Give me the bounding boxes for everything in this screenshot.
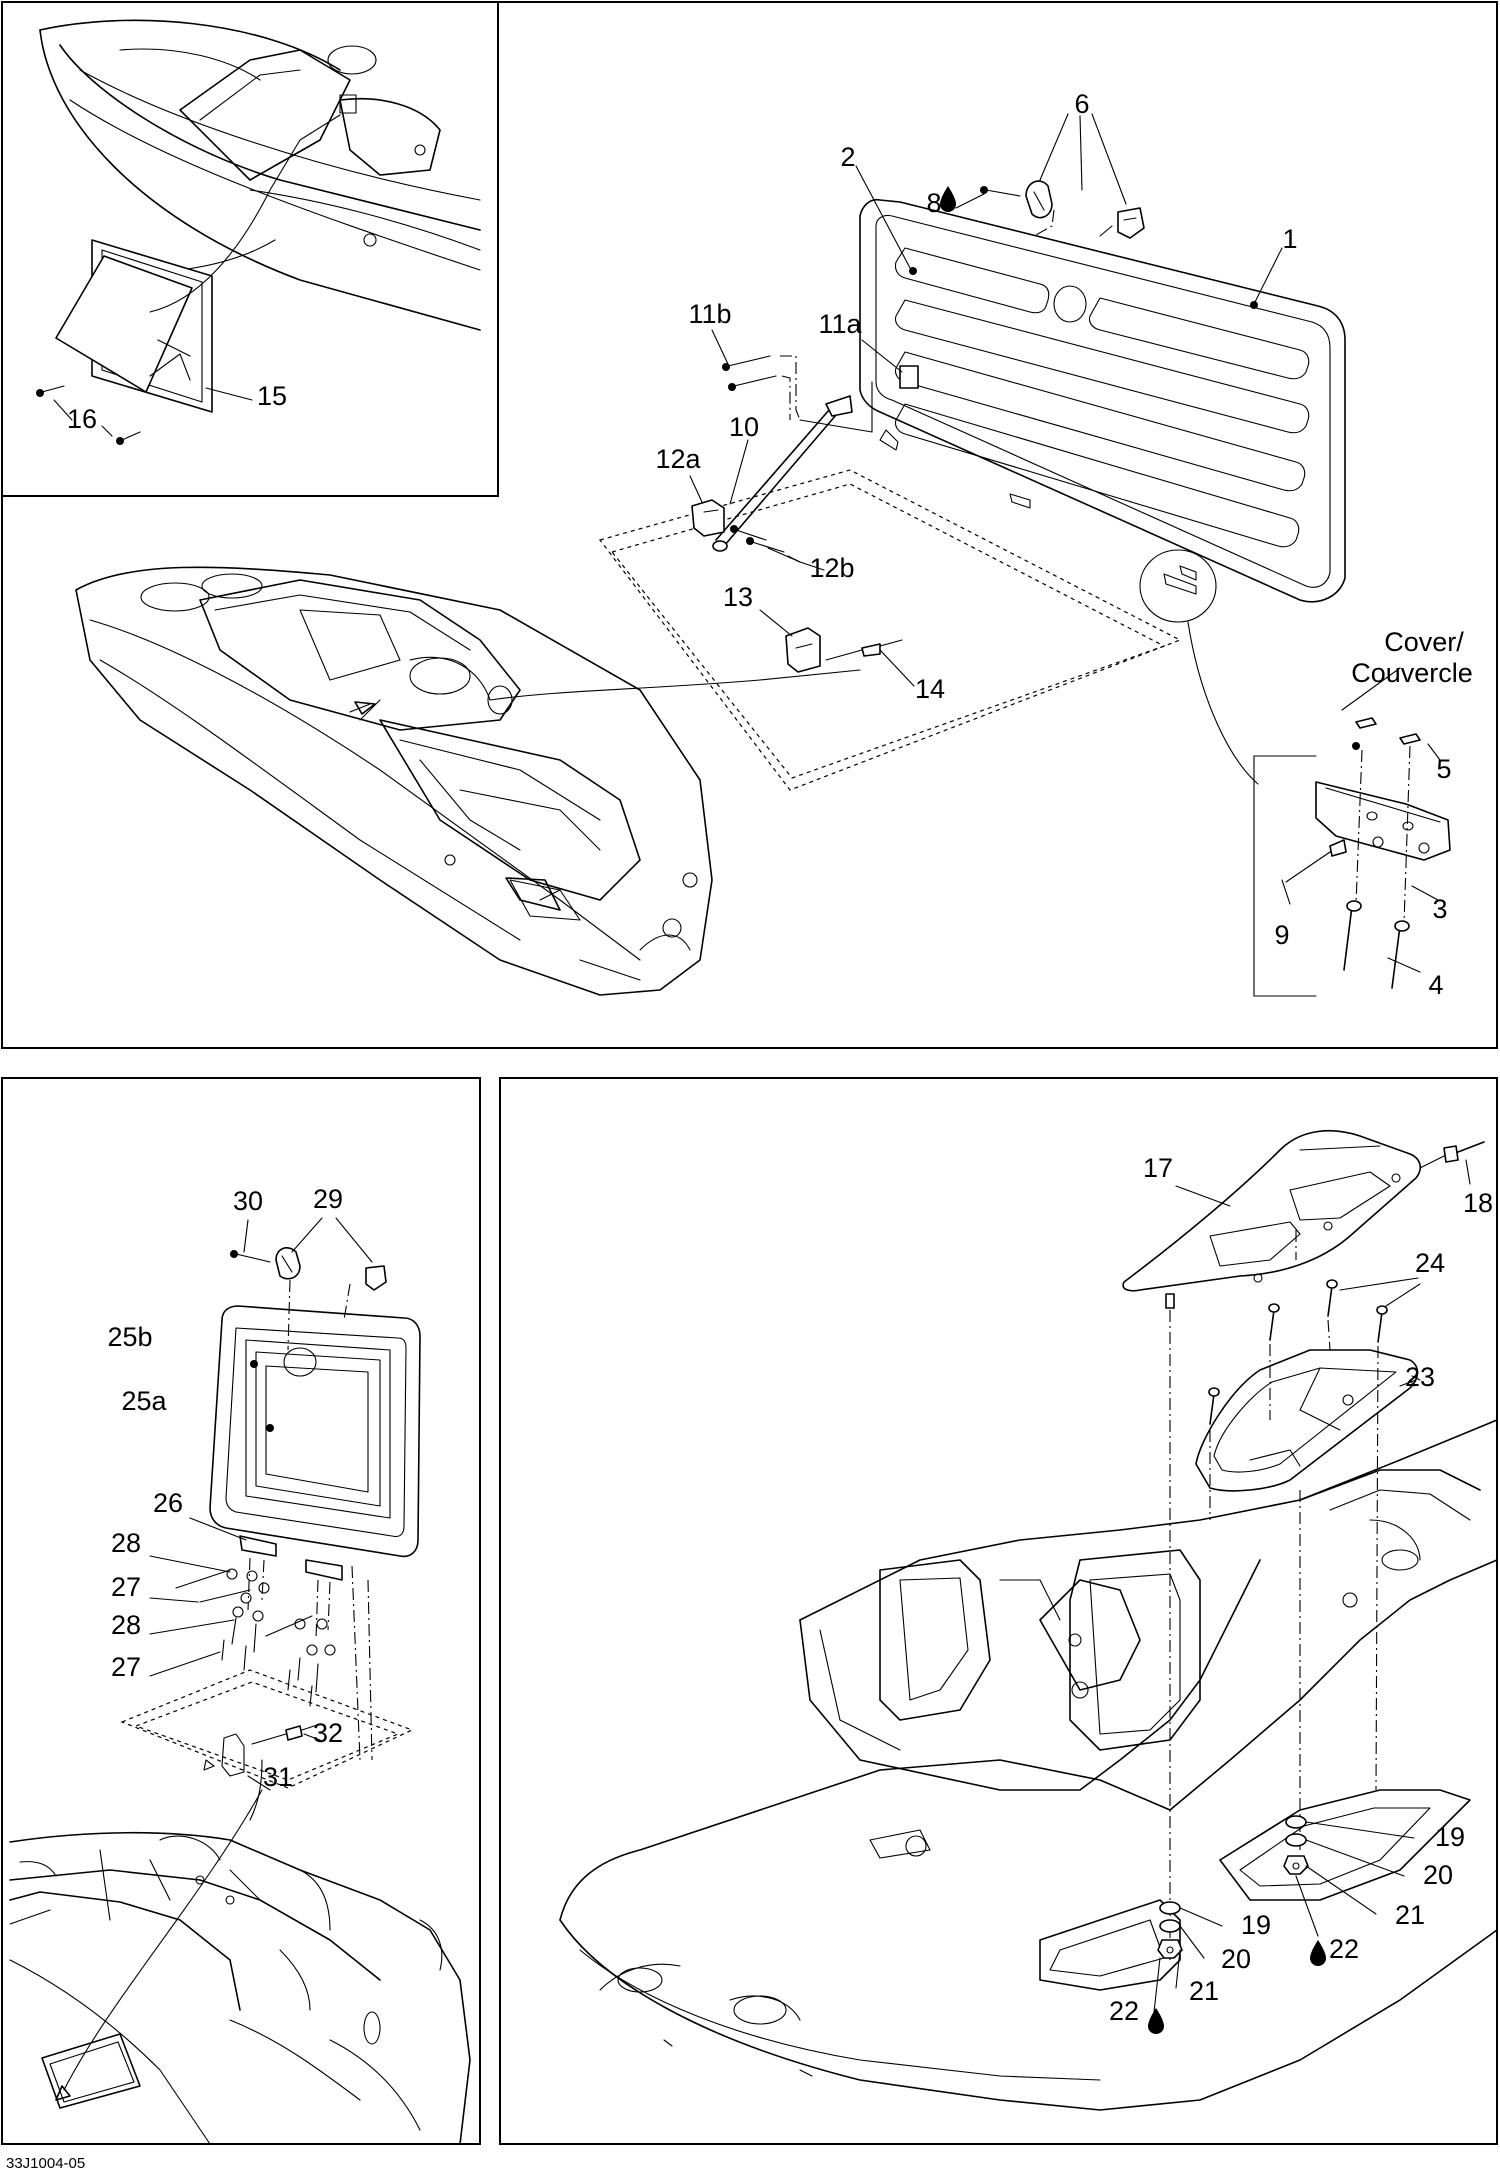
frame-bottom-left — [1, 1077, 481, 2145]
screw-14 — [825, 639, 915, 687]
rivets-24 — [1208, 1277, 1421, 1425]
leader-lines-top — [689, 165, 1283, 637]
bracket-12a — [691, 499, 725, 537]
callout-c24: 24 — [1415, 1248, 1445, 1278]
drop-icons-22 — [1148, 1940, 1326, 2034]
callout-c27a: 27 — [111, 1572, 141, 1602]
boat-top-view — [75, 566, 861, 996]
callout-c27b: 27 — [111, 1652, 141, 1682]
hinge-detail — [1139, 549, 1451, 997]
boat-stern-bottom-left — [9, 1759, 471, 2145]
opening-outline-bottom-left — [120, 1669, 414, 1791]
callout-c19b: 19 — [1241, 1910, 1271, 1940]
callout-c14: 14 — [915, 674, 945, 704]
callout-c23: 23 — [1405, 1362, 1435, 1392]
callout-c26: 26 — [153, 1488, 183, 1518]
callout-c25b: 25b — [107, 1322, 152, 1352]
fasteners-27-28 — [149, 1555, 336, 1707]
inset-hatch-15 — [55, 114, 341, 413]
vertical-centerlines — [1169, 1230, 1379, 1960]
callout-c18: 18 — [1463, 1188, 1493, 1218]
callout-c17: 17 — [1143, 1153, 1173, 1183]
callout-c11a: 11a — [818, 309, 862, 339]
screw-18 — [1419, 1141, 1485, 1185]
boat-stern-bottom-right — [559, 1419, 1498, 2111]
storage-opening-outline — [598, 469, 1182, 791]
callout-c5: 5 — [1436, 754, 1451, 784]
callout-c4: 4 — [1428, 970, 1443, 1000]
frame-bottom-right — [499, 1077, 1498, 2145]
inset-boat-bow — [39, 19, 481, 331]
callout-c22b: 22 — [1109, 1996, 1139, 2026]
inset-screws-16 — [36, 385, 253, 445]
figure-code: 33J1004-05 — [6, 2155, 85, 2172]
callout-c2: 2 — [840, 142, 855, 172]
callout-c3: 3 — [1432, 894, 1447, 924]
callout-cover_en: Cover/ — [1384, 627, 1464, 657]
callout-c20a: 20 — [1423, 1860, 1453, 1890]
callout-c10: 10 — [729, 412, 759, 442]
cover-25a — [209, 1305, 421, 1558]
screws-11b — [722, 355, 873, 433]
callout-cover_fr: Couvercle — [1351, 658, 1473, 688]
callout-c11b: 11b — [688, 299, 731, 329]
callout-c12b: 12b — [809, 553, 854, 583]
cover-17 — [1122, 1130, 1422, 1309]
callout-c32: 32 — [313, 1718, 343, 1748]
callout-c21b: 21 — [1189, 1976, 1219, 2006]
callout-c30: 30 — [233, 1186, 263, 1216]
callout-c28b: 28 — [111, 1610, 141, 1640]
callout-c1: 1 — [1282, 224, 1297, 254]
callout-c16: 16 — [67, 404, 97, 434]
leader-lines-bottom-right — [1175, 1185, 1417, 1387]
callout-c15: 15 — [257, 381, 287, 411]
lock-assembly-6 — [955, 113, 1145, 239]
tray-23 — [1195, 1349, 1421, 1492]
callout-c19a: 19 — [1435, 1822, 1465, 1852]
callout-c6: 6 — [1074, 89, 1089, 119]
callout-c25a: 25a — [121, 1386, 167, 1416]
latch-13 — [785, 627, 821, 673]
callout-c28a: 28 — [111, 1528, 141, 1558]
callout-c12a: 12a — [655, 444, 701, 474]
callout-c9: 9 — [1274, 920, 1289, 950]
callout-c29: 29 — [313, 1184, 343, 1214]
callout-c13: 13 — [723, 582, 753, 612]
callout-c20b: 20 — [1221, 1944, 1251, 1974]
drop-icon-8 — [940, 186, 956, 212]
storage-cover-1 — [859, 198, 1346, 603]
screws-12b — [730, 525, 801, 563]
lock-29 — [230, 1217, 387, 1351]
main-frame-top — [1, 1, 1498, 1049]
hinges-26 — [189, 1517, 373, 1761]
fasteners-19-22 — [1153, 1815, 1415, 2013]
callout-c31: 31 — [263, 1762, 293, 1792]
callout-c8: 8 — [926, 188, 941, 218]
inset-frame-top-left — [1, 1, 499, 497]
callout-c21a: 21 — [1395, 1900, 1425, 1930]
callout-c22a: 22 — [1329, 1934, 1359, 1964]
gas-spring-10 — [712, 395, 853, 552]
